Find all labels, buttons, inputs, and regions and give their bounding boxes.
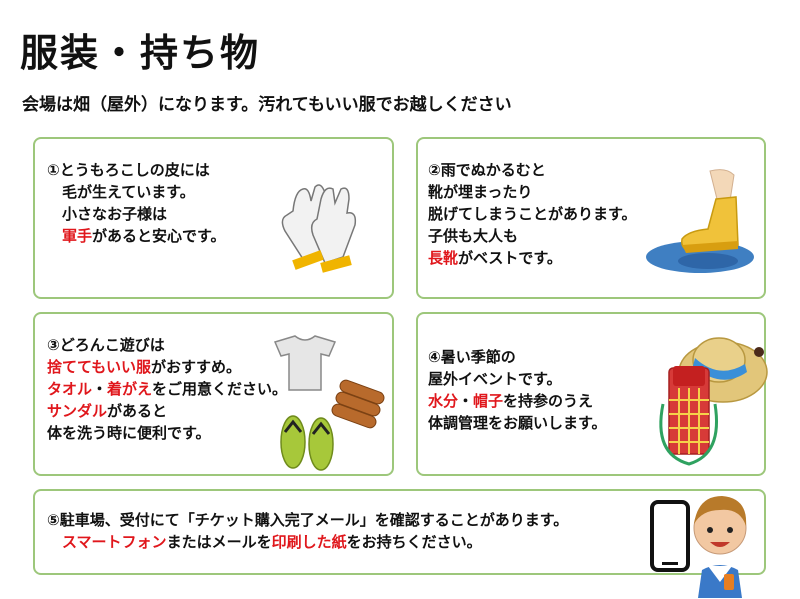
card-text: ③どろんこ遊びは捨ててもいい服がおすすめ。タオル・着がえをご用意ください。サンダ… <box>47 334 287 444</box>
card-text-line: 水分・帽子を持参のうえ <box>428 390 607 412</box>
highlight-text: 着がえ <box>107 380 153 398</box>
highlight-text: 水分 <box>428 392 459 410</box>
card-text-line: ①とうもろこしの皮には <box>47 159 226 181</box>
card-text-line: スマートフォンまたはメールを印刷した紙をお持ちください。 <box>47 531 568 553</box>
card-text: ②雨でぬかるむと靴が埋まったり脱げてしまうことがあります。子供も大人も長靴がベス… <box>428 159 637 269</box>
text-segment: をご用意ください。 <box>152 380 288 398</box>
highlight-text: 印刷した紙 <box>271 533 347 551</box>
smartphone-person-icon <box>650 496 747 598</box>
text-segment: をお持ちください。 <box>346 533 482 551</box>
card-text-line: 体調管理をお願いします。 <box>428 412 607 434</box>
text-segment: を持参のうえ <box>503 392 594 410</box>
card-text-line: ②雨でぬかるむと <box>428 159 637 181</box>
highlight-text: タオル <box>47 380 93 398</box>
card-boots: ②雨でぬかるむと靴が埋まったり脱げてしまうことがあります。子供も大人も長靴がベス… <box>416 137 766 299</box>
text-segment: 脱げてしまうことがあります。 <box>428 205 637 223</box>
card-text-line: 毛が生えています。 <box>47 181 226 203</box>
text-segment: 子供も大人も <box>428 227 519 245</box>
highlight-text: 長靴 <box>428 249 459 267</box>
card-text-line: 脱げてしまうことがあります。 <box>428 203 637 225</box>
card-hat-water: ④暑い季節の屋外イベントです。水分・帽子を持参のうえ体調管理をお願いします。 <box>416 312 768 476</box>
card-text-line: 靴が埋まったり <box>428 181 637 203</box>
card-text-line: 長靴がベストです。 <box>428 247 637 269</box>
text-segment: 屋外イベントです。 <box>428 370 562 388</box>
text-segment: 靴が埋まったり <box>428 183 533 201</box>
text-segment: ・ <box>92 380 108 398</box>
highlight-text: 軍手 <box>47 227 93 245</box>
card-text-line: 屋外イベントです。 <box>428 368 607 390</box>
card-text: ④暑い季節の屋外イベントです。水分・帽子を持参のうえ体調管理をお願いします。 <box>428 346 607 434</box>
text-segment: ①とうもろこしの皮には <box>47 161 210 179</box>
text-segment: があると安心です。 <box>92 227 226 245</box>
text-segment: またはメールを <box>166 533 272 551</box>
card-text-line: ③どろんこ遊びは <box>47 334 287 356</box>
card-gloves: ①とうもろこしの皮には 毛が生えています。 小さなお子様は 軍手があると安心です… <box>33 137 394 299</box>
card-text-line: ⑤駐車場、受付にて「チケット購入完了メール」を確認することがあります。 <box>47 509 568 531</box>
text-segment: があると <box>107 402 168 420</box>
text-segment: ②雨でぬかるむと <box>428 161 546 179</box>
card-text-line: 子供も大人も <box>428 225 637 247</box>
work-gloves-icon <box>281 184 357 273</box>
card-smartphone: ⑤駐車場、受付にて「チケット購入完了メール」を確認することがあります。 スマート… <box>33 489 766 575</box>
card-text-line: 小さなお子様は <box>47 203 226 225</box>
text-segment: 毛が生えています。 <box>47 183 195 201</box>
text-segment: 体を洗う時に便利です。 <box>47 424 211 442</box>
page-title: 服装・持ち物 <box>20 31 261 75</box>
text-segment: 小さなお子様は <box>47 205 168 223</box>
highlight-text: 帽子 <box>473 392 504 410</box>
text-segment: ④暑い季節の <box>428 348 516 366</box>
highlight-text: スマートフォン <box>47 533 167 551</box>
card-text-line: ④暑い季節の <box>428 346 607 368</box>
page-subtitle: 会場は畑（屋外）になります。汚れてもいい服でお越しください <box>22 95 512 115</box>
highlight-text: サンダル <box>47 402 108 420</box>
text-segment: ③どろんこ遊びは <box>47 336 165 354</box>
card-clothes: ③どろんこ遊びは捨ててもいい服がおすすめ。タオル・着がえをご用意ください。サンダ… <box>33 312 394 476</box>
rain-boot-icon <box>646 169 754 273</box>
clothes-towel-sandals-icon <box>273 335 385 471</box>
text-segment: がベストです。 <box>458 249 562 267</box>
text-segment: ⑤駐車場、受付にて「チケット購入完了メール」を確認することがあります。 <box>47 511 569 529</box>
text-segment: 体調管理をお願いします。 <box>428 414 607 432</box>
card-text-line: 体を洗う時に便利です。 <box>47 422 287 444</box>
card-text: ⑤駐車場、受付にて「チケット購入完了メール」を確認することがあります。 スマート… <box>47 509 568 553</box>
card-text: ①とうもろこしの皮には 毛が生えています。 小さなお子様は 軍手があると安心です… <box>47 159 226 247</box>
card-text-line: 捨ててもいい服がおすすめ。 <box>47 356 287 378</box>
text-segment: がおすすめ。 <box>150 358 241 376</box>
highlight-text: 捨ててもいい服 <box>47 358 151 376</box>
straw-hat-water-bottle-icon <box>659 337 768 466</box>
card-text-line: サンダルがあると <box>47 400 287 422</box>
card-text-line: 軍手があると安心です。 <box>47 225 226 247</box>
text-segment: ・ <box>458 392 474 410</box>
card-text-line: タオル・着がえをご用意ください。 <box>47 378 287 400</box>
